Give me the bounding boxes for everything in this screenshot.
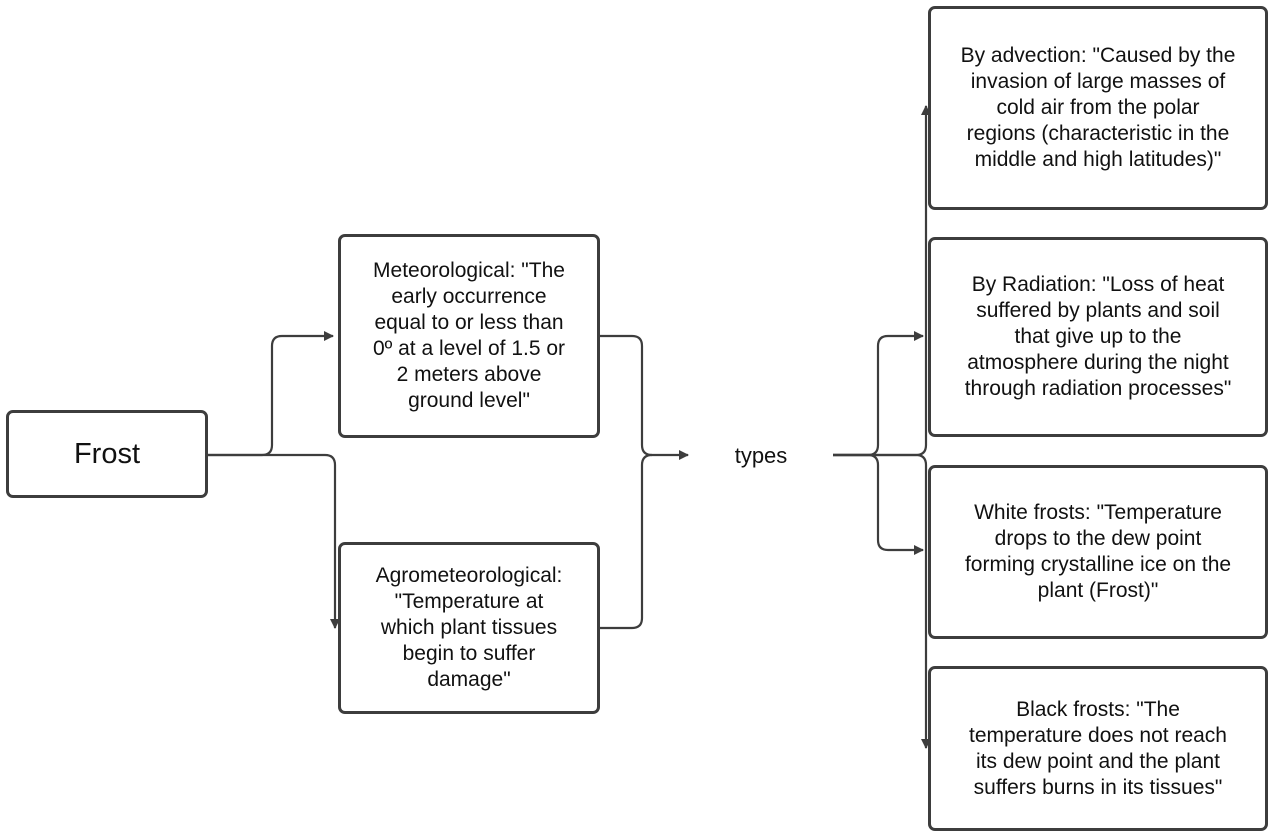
connector-types-to-black-frosts [833,453,931,749]
frost-node: Frost [6,410,208,498]
types-label: types [734,443,788,468]
connector-types-to-white-frosts [833,453,924,555]
black-frosts-type-node: Black frosts: "The temperature does not … [928,666,1268,831]
connector-frost-to-meteorological [208,331,334,457]
agrometeorological-definition-node: Agrometeorological: "Temperature at whic… [338,542,600,714]
connector-types-to-advection [833,105,931,457]
radiation-type-node: By Radiation: "Loss of heat suffered by … [928,237,1268,437]
advection-type-node: By advection: "Caused by the invasion of… [928,6,1268,210]
connector-types-to-radiation [833,331,924,457]
connector-frost-to-agrometeorological [208,453,340,629]
white-frosts-type-node: White frosts: "Temperature drops to the … [928,465,1268,639]
meteorological-definition-node: Meteorological: "The early occurrence eq… [338,234,600,438]
connector-agrometeorological-to-types [600,453,653,630]
connector-meteorological-to-types [600,334,689,460]
